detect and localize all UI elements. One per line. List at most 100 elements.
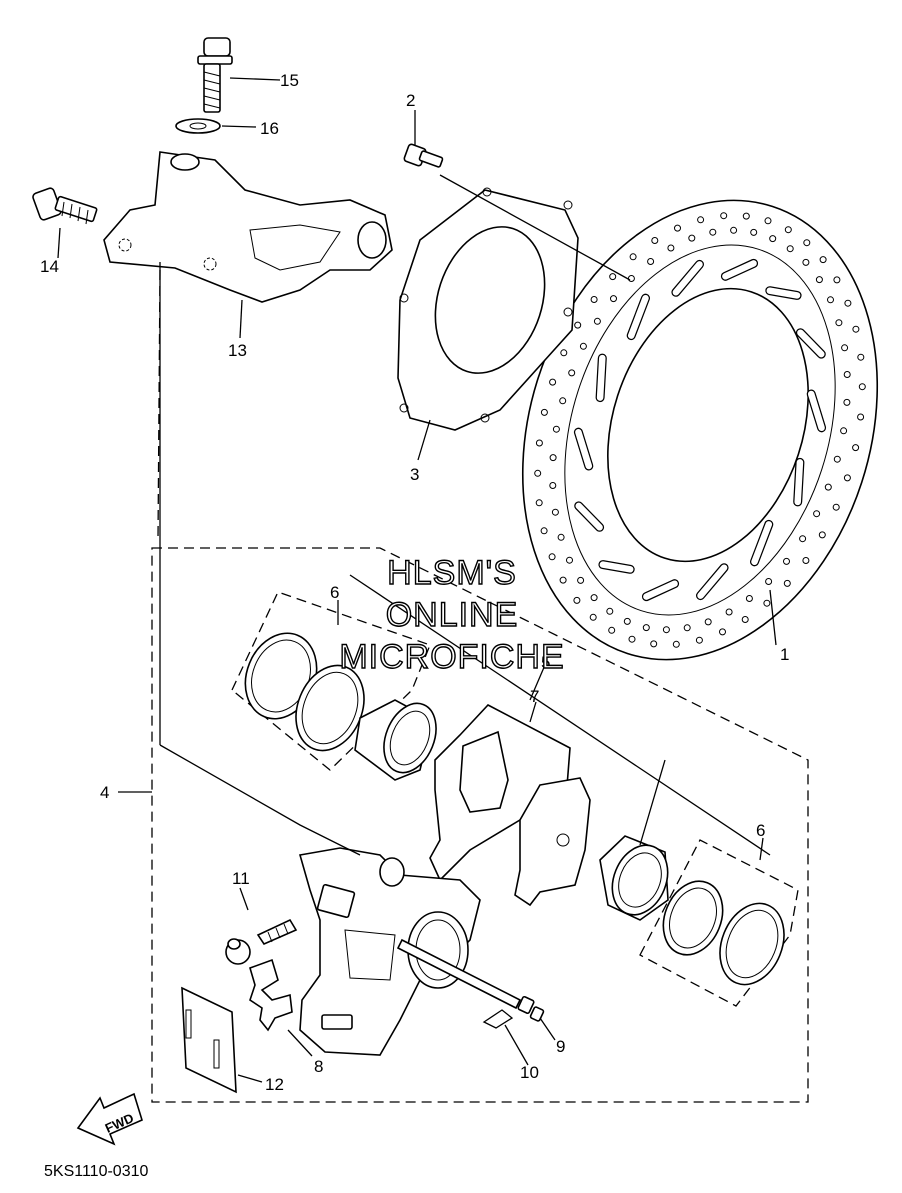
- disc-hole: [535, 499, 543, 507]
- disc-hole: [551, 508, 559, 516]
- callout-4: 4: [100, 783, 109, 802]
- seal-group-left: [231, 591, 431, 771]
- brake-disc: [521, 199, 879, 661]
- disc-slot: [596, 354, 606, 401]
- disc-hole: [763, 599, 771, 607]
- disc-hole: [802, 557, 810, 564]
- disc-hole: [843, 474, 851, 482]
- disc-slot: [627, 294, 649, 339]
- disc-hole: [840, 427, 848, 435]
- callout-5: 5: [541, 653, 550, 672]
- disc-hole: [725, 608, 733, 616]
- brake-pad-right: [514, 777, 591, 907]
- disc-hole: [844, 299, 852, 307]
- callout-16: 16: [260, 119, 279, 138]
- disc-hole: [606, 607, 614, 615]
- disc-hole: [719, 628, 726, 636]
- disc-hole: [574, 321, 582, 329]
- disc-hole: [535, 439, 543, 447]
- disc-slot: [697, 564, 728, 599]
- disc-hole: [559, 397, 567, 405]
- disc-hole: [818, 531, 826, 539]
- disc-hole: [786, 245, 794, 253]
- disc-hole: [642, 624, 650, 632]
- callout-11: 11: [232, 869, 250, 888]
- pad-pin: [396, 938, 545, 1022]
- disc-hole: [815, 276, 823, 284]
- disc-hole: [764, 217, 772, 225]
- disc-hole: [549, 482, 557, 489]
- disc-hole: [628, 635, 636, 643]
- callout-13: 13: [228, 341, 247, 360]
- disc-hole: [852, 444, 860, 452]
- disc-hole: [799, 535, 807, 543]
- disc-hole: [704, 618, 712, 626]
- disc-hole: [784, 226, 792, 234]
- disc-hole: [566, 556, 573, 564]
- disc-hole: [769, 235, 777, 243]
- disc-hole: [651, 237, 659, 244]
- callout-1: 1: [780, 645, 789, 664]
- caliper-bracket: [103, 151, 393, 303]
- disc-slot: [643, 580, 678, 600]
- disc-hole: [683, 624, 691, 632]
- disc-hole: [610, 295, 617, 303]
- disc-hole: [750, 228, 758, 236]
- watermark-line-1: HLSM'S: [387, 554, 517, 592]
- disc-hole: [803, 239, 811, 247]
- disc-slot: [575, 502, 603, 531]
- cover-bolt: [403, 143, 444, 168]
- disc-hole: [589, 613, 597, 621]
- disc-slot: [672, 261, 703, 296]
- callout-10: 10: [520, 1063, 539, 1082]
- disc-slot: [807, 390, 825, 432]
- disc-slot: [722, 260, 757, 280]
- diagram-code: 5KS1110-0310: [44, 1163, 148, 1180]
- disc-hole: [835, 319, 843, 327]
- disc-slot: [766, 287, 801, 299]
- watermark: HLSM'S ONLINE MICROFICHE: [339, 553, 565, 676]
- pad-pin-clip: [482, 1009, 514, 1029]
- disc-hole: [593, 317, 601, 325]
- piston-seals-right: [662, 880, 785, 986]
- callout-14: 14: [40, 257, 59, 276]
- disc-hole: [548, 553, 556, 561]
- disc-hole: [647, 258, 655, 265]
- callout-labels: 1 2 3 4 5 6 6 7 8 9 10 11 12 13 14 15 16: [40, 71, 789, 1094]
- callout-7: 7: [530, 687, 539, 706]
- disc-hole: [709, 228, 717, 236]
- disc-hole: [674, 224, 681, 232]
- disc-hole: [802, 258, 810, 266]
- seal-group-right: [639, 839, 799, 1007]
- disc-slot: [797, 329, 825, 358]
- bleed-screw: [225, 918, 298, 965]
- piston-right: [599, 835, 669, 921]
- fwd-arrow-icon: FWD: [76, 1092, 143, 1146]
- disc-hole: [783, 557, 790, 565]
- callout-8: 8: [314, 1057, 323, 1076]
- leader-lines: [57, 77, 777, 1083]
- disc-hole: [832, 503, 840, 511]
- disc-hole: [833, 455, 841, 463]
- pad-spring: [249, 958, 293, 1032]
- disc-hole: [843, 398, 851, 406]
- disc-hole: [609, 273, 617, 281]
- disc-slot: [599, 561, 634, 573]
- disc-hole: [568, 369, 576, 377]
- disc-hole: [540, 408, 548, 416]
- callout-9: 9: [556, 1037, 565, 1056]
- disc-hole: [858, 383, 866, 391]
- disc-hole: [667, 244, 675, 252]
- disc-hole: [534, 469, 542, 477]
- piston-seals-left: [244, 632, 365, 752]
- disc-hole: [560, 349, 568, 357]
- disc-hole: [841, 344, 849, 352]
- callout-12: 12: [265, 1075, 284, 1094]
- caliper-body: [298, 847, 481, 1056]
- disc-hole: [590, 594, 598, 602]
- disc-hole: [577, 576, 585, 584]
- callout-6-right: 6: [756, 821, 765, 840]
- disc-hole: [695, 636, 703, 644]
- bracket-bolt: [197, 37, 233, 113]
- disc-hole: [843, 371, 851, 378]
